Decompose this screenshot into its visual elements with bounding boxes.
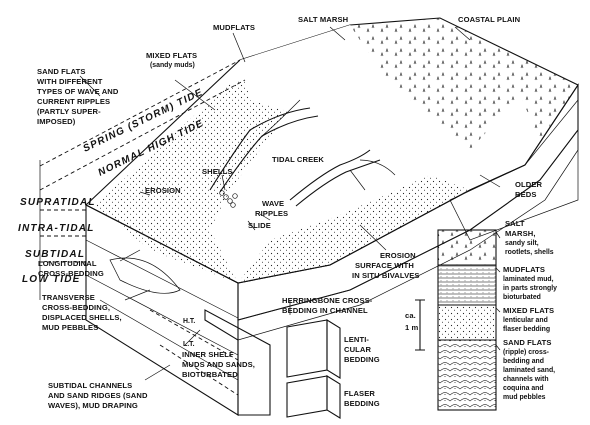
label-inner-shelf: INNER SHELF MUDS AND SANDS, BIOTURBATED [182, 350, 255, 379]
label-sand-flats: SAND FLATS WITH DIFFERENT TYPES OF WAVE … [37, 67, 119, 126]
label-ht: H.T. [183, 318, 195, 325]
label-transverse: TRANSVERSE CROSS-BEDDING, DISPLACED SHEL… [42, 293, 122, 332]
svg-text:CROSS-BEDDING: CROSS-BEDDING [38, 269, 104, 278]
lenticular-bedding-swatch [286, 319, 341, 379]
label-mixed-flats: MIXED FLATS [146, 51, 197, 60]
svg-text:TRANSVERSE: TRANSVERSE [42, 293, 95, 302]
svg-text:coquina and: coquina and [503, 385, 544, 392]
svg-text:FLASER: FLASER [344, 389, 375, 398]
label-erosion: EROSION [145, 186, 181, 195]
svg-text:CROSS-BEDDING,: CROSS-BEDDING, [42, 303, 110, 312]
svg-text:AND SAND RIDGES (SAND: AND SAND RIDGES (SAND [48, 391, 148, 400]
label-slide: SLIDE [248, 221, 271, 230]
column-label-salt-marsh: SALT MARSH, sandy silt, rootlets, shells [505, 219, 554, 256]
svg-text:HERRINGBONE CROSS-: HERRINGBONE CROSS- [282, 296, 373, 305]
column-label-mudflats: MUDFLATS laminated mud, in parts strongl… [503, 265, 557, 301]
label-wave-ripples-1: WAVE [262, 199, 284, 208]
svg-text:MUD PEBBLES: MUD PEBBLES [42, 323, 98, 332]
svg-text:WAVES), MUD DRAPING: WAVES), MUD DRAPING [48, 401, 138, 410]
label-subtidal: SUBTIDAL [25, 249, 85, 260]
svg-text:MARSH,: MARSH, [505, 229, 536, 238]
svg-text:MIXED FLATS: MIXED FLATS [503, 306, 554, 315]
label-intra-tidal: INTRA-TIDAL [18, 223, 95, 234]
label-shells: SHELLS [202, 167, 233, 176]
svg-text:SAND FLATS: SAND FLATS [37, 67, 86, 76]
svg-text:laminated mud,: laminated mud, [503, 276, 554, 283]
column-label-mixed-flats: MIXED FLATS lenticular and flaser beddin… [503, 306, 554, 333]
inner-shelf-step [204, 309, 271, 416]
svg-text:ca.: ca. [405, 311, 416, 320]
leader-lines [79, 26, 501, 381]
svg-text:in parts strongly: in parts strongly [503, 285, 557, 292]
label-flaser: FLASER BEDDING [344, 389, 380, 408]
column-label-sand-flats: SAND FLATS (ripple) cross- bedding and l… [503, 338, 555, 401]
label-older-beds-1: OLDER [515, 180, 542, 189]
svg-text:SAND FLATS: SAND FLATS [503, 338, 552, 347]
svg-text:laminated sand,: laminated sand, [503, 367, 555, 374]
label-tidal-creek: TIDAL CREEK [272, 155, 324, 164]
scale-bar [415, 299, 425, 351]
svg-text:LENTI-: LENTI- [344, 335, 369, 344]
label-wave-ripples-2: RIPPLES [255, 209, 288, 218]
svg-text:CURRENT RIPPLES: CURRENT RIPPLES [37, 97, 110, 106]
flaser-bedding-swatch [286, 375, 341, 419]
low-tide-line-face [159, 344, 239, 396]
svg-text:WITH DIFFERENT: WITH DIFFERENT [37, 77, 103, 86]
block-top-surface [85, 17, 579, 284]
svg-text:channels with: channels with [503, 376, 549, 383]
svg-text:lenticular and: lenticular and [503, 317, 548, 324]
stratigraphic-column [437, 229, 501, 411]
label-lt: L.T. [183, 341, 195, 348]
label-herringbone: HERRINGBONE CROSS- BEDDING IN CHANNEL [282, 296, 373, 315]
svg-text:flaser bedding: flaser bedding [503, 326, 550, 333]
svg-text:IMPOSED): IMPOSED) [37, 117, 76, 126]
svg-text:SURFACE WITH: SURFACE WITH [355, 261, 414, 270]
svg-text:BEDDING IN CHANNEL: BEDDING IN CHANNEL [282, 306, 368, 315]
label-coastal-plain: COASTAL PLAIN [458, 15, 520, 24]
svg-text:BEDDING: BEDDING [344, 355, 380, 364]
label-older-beds-2: BEDS [515, 190, 537, 199]
svg-text:MUDFLATS: MUDFLATS [503, 265, 545, 274]
svg-text:(PARTLY SUPER-: (PARTLY SUPER- [37, 107, 101, 116]
label-mixed-flats-sub: (sandy muds) [150, 62, 195, 69]
label-lenticular: LENTI- CULAR BEDDING [344, 335, 380, 364]
svg-text:(ripple) cross-: (ripple) cross- [503, 349, 550, 356]
label-mudflats: MUDFLATS [213, 23, 255, 32]
label-low-tide: LOW TIDE [22, 274, 80, 285]
label-subtidal-channels: SUBTIDAL CHANNELS AND SAND RIDGES (SAND … [48, 381, 148, 410]
svg-text:BEDDING: BEDDING [344, 399, 380, 408]
tide-level-lines [39, 59, 246, 300]
svg-text:IN SITU BIVALVES: IN SITU BIVALVES [352, 271, 420, 280]
label-longitudinal: LONGITUDINAL CROSS-BEDDING [38, 259, 104, 278]
svg-text:EROSION: EROSION [380, 251, 416, 260]
shells-cluster [219, 190, 238, 208]
label-erosion-surface: EROSION SURFACE WITH IN SITU BIVALVES [352, 251, 420, 280]
svg-text:MUDS AND SANDS,: MUDS AND SANDS, [182, 360, 255, 369]
svg-text:rootlets, shells: rootlets, shells [505, 249, 554, 256]
svg-text:TYPES OF WAVE AND: TYPES OF WAVE AND [37, 87, 119, 96]
label-salt-marsh: SALT MARSH [298, 15, 348, 24]
svg-text:CULAR: CULAR [344, 345, 371, 354]
svg-text:bioturbated: bioturbated [503, 294, 541, 301]
svg-text:SUBTIDAL CHANNELS: SUBTIDAL CHANNELS [48, 381, 132, 390]
svg-text:sandy silt,: sandy silt, [505, 240, 539, 247]
svg-text:BIOTURBATED: BIOTURBATED [182, 370, 238, 379]
svg-text:INNER SHELF: INNER SHELF [182, 350, 234, 359]
svg-text:DISPLACED SHELLS,: DISPLACED SHELLS, [42, 313, 122, 322]
label-supratidal: SUPRATIDAL [20, 197, 96, 208]
svg-text:LONGITUDINAL: LONGITUDINAL [38, 259, 97, 268]
svg-text:1 m: 1 m [405, 323, 419, 332]
high-tide-line-face [149, 309, 239, 361]
svg-text:mud pebbles: mud pebbles [503, 394, 546, 401]
svg-text:bedding and: bedding and [503, 358, 544, 365]
svg-text:SALT: SALT [505, 219, 525, 228]
label-scale: ca. 1 m [405, 311, 419, 332]
